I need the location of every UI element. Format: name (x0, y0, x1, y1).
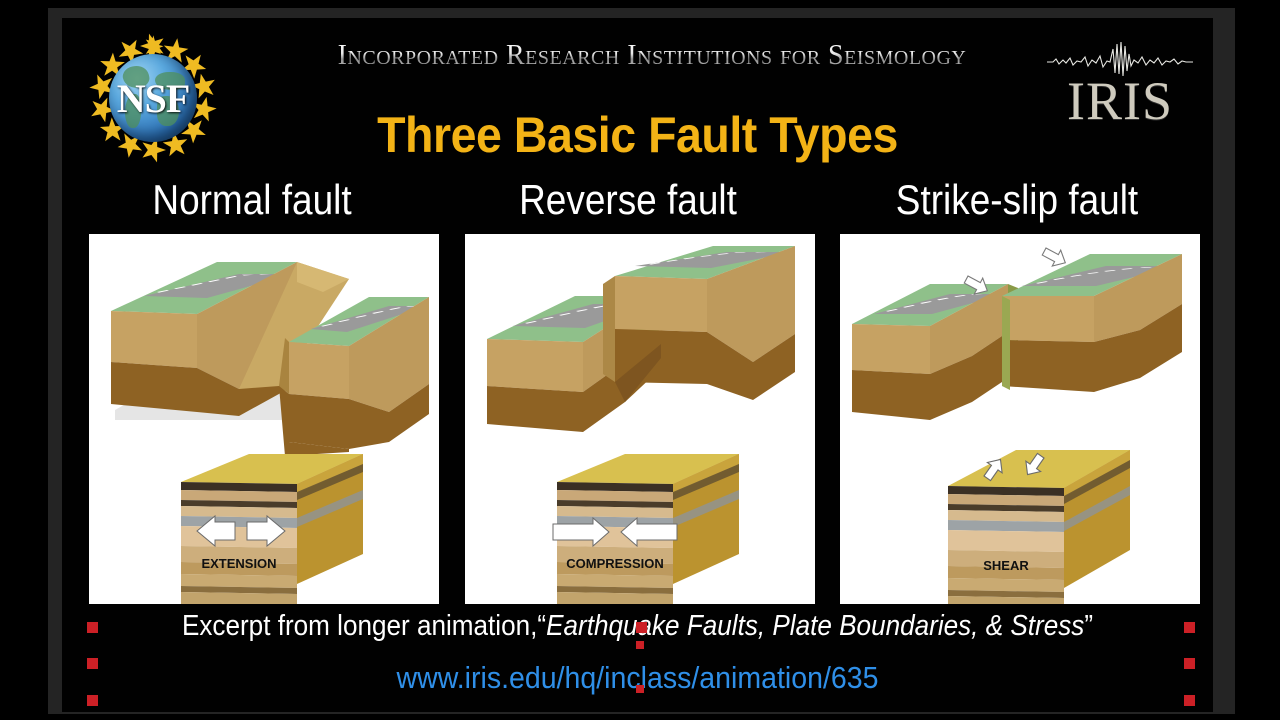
animation-title: Earthquake Faults, Plate Boundaries, & S… (546, 610, 1085, 642)
nsf-logo: NSF (87, 32, 219, 164)
slide-content: NSF Incorporated Research Institutions f… (62, 18, 1213, 712)
panel-strike-slip-fault: SHEAR (840, 234, 1200, 604)
nsf-logo-label: NSF (116, 75, 191, 121)
nsf-globe-icon (109, 54, 197, 142)
iris-logo: IRIS (1045, 40, 1195, 148)
reverse-fault-diagram: COMPRESSION (487, 246, 795, 604)
panel-normal-fault: EXTENSION (89, 234, 439, 604)
column-heading-strike-slip: Strike-slip fault (895, 176, 1139, 223)
stress-label-compression: COMPRESSION (566, 556, 664, 571)
caption-lead: Excerpt from longer animation, (181, 610, 538, 642)
selection-handle-top-center[interactable] (636, 622, 647, 633)
iris-logo-label: IRIS (1066, 71, 1173, 131)
selection-handle-mid-center[interactable] (636, 641, 644, 649)
panel-reverse-fault: COMPRESSION (465, 234, 815, 604)
frame-right-margin (1235, 0, 1280, 720)
selection-handle-left-middle[interactable] (87, 658, 98, 669)
quote-close: ” (1084, 610, 1094, 642)
selection-handle-left-bottom[interactable] (87, 695, 98, 706)
organization-title: Incorporated Research Institutions for S… (222, 40, 1082, 72)
seismogram-waveform-icon (1047, 41, 1193, 77)
column-heading-reverse: Reverse fault (519, 176, 737, 223)
normal-fault-diagram: EXTENSION (111, 262, 429, 604)
stress-label-shear: SHEAR (983, 558, 1029, 573)
selection-handle-right-bottom[interactable] (1184, 695, 1195, 706)
stress-label-extension: EXTENSION (201, 556, 276, 571)
page-title: Three Basic Fault Types (377, 107, 898, 163)
quote-open: “ (537, 610, 547, 642)
column-heading-normal: Normal fault (152, 176, 352, 223)
selection-handle-bottom-center[interactable] (636, 685, 644, 693)
selection-handle-right-middle[interactable] (1184, 658, 1195, 669)
selection-handle-left-top[interactable] (87, 622, 98, 633)
selection-handle-right-top[interactable] (1184, 622, 1195, 633)
caption-line: Excerpt from longer animation,“Earthquak… (120, 610, 1156, 643)
strike-slip-fault-diagram: SHEAR (852, 247, 1182, 604)
frame-left-margin (0, 0, 48, 720)
column-headings: Normal fault Reverse fault Strike-slip f… (62, 176, 1213, 232)
